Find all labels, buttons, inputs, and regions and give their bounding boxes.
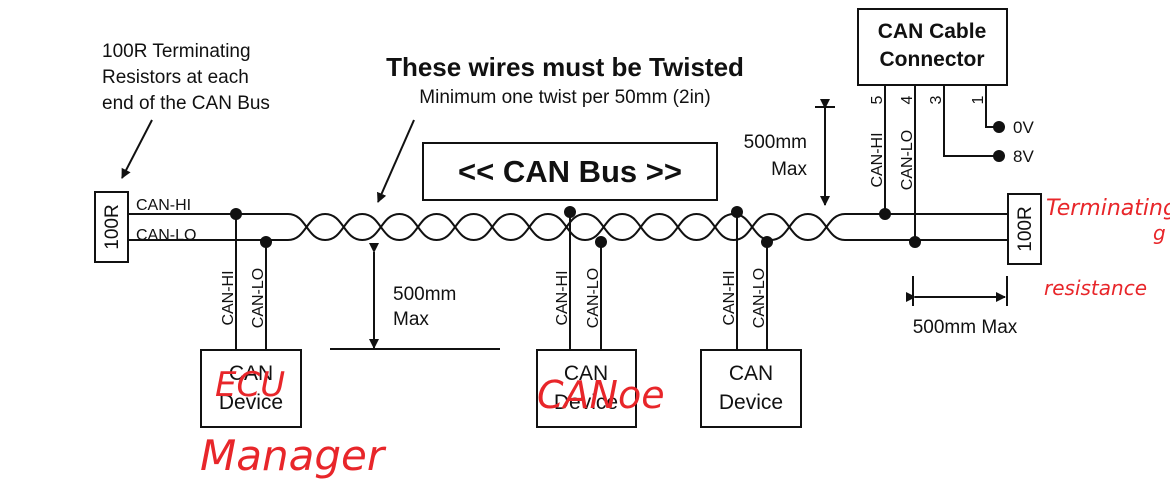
- terminator-note: 100R Terminating Resistors at each end o…: [102, 41, 270, 179]
- left-resistor-box: [94, 191, 129, 263]
- can-bus-label-text: << CAN Bus >>: [458, 154, 682, 189]
- device-3-line1: CAN: [729, 362, 773, 385]
- supply-0v-label: 0V: [1013, 118, 1034, 137]
- can-bus-label-box: [422, 142, 718, 201]
- right-resistor-label: 100R: [1015, 206, 1036, 251]
- handwritten-annotations: ECU Manager CANoe Terminating g resistan…: [200, 196, 1170, 480]
- device-3-box: [700, 349, 802, 428]
- left-resistor: 100R: [94, 191, 129, 263]
- connector-pin3-number: 3: [928, 95, 945, 104]
- device-2-line2: Device: [554, 391, 618, 414]
- device-3-line2: Device: [719, 391, 783, 414]
- handwritten-canoe: CANoe: [537, 373, 665, 417]
- device-2-hi-junction: [564, 206, 576, 218]
- device-3-lo-junction: [761, 236, 773, 248]
- handwritten-terminating: Terminating: [1046, 196, 1170, 221]
- device-1-lo-junction: [260, 236, 272, 248]
- bus-twist-wire-b: [287, 212, 846, 242]
- handwritten-ecu: ECU: [215, 365, 285, 405]
- can-device-2: CAN-HI CAN-LO CAN Device: [536, 206, 637, 428]
- handwritten-manager: Manager: [200, 431, 387, 480]
- terminator-note-arrow: [121, 119, 153, 179]
- twist-title: These wires must be Twisted: [386, 52, 744, 82]
- connector-pin1-number: 1: [970, 95, 987, 104]
- device-2-lo-junction: [595, 236, 607, 248]
- twist-note-arrow: [377, 119, 415, 203]
- terminator-note-line2: Resistors at each: [102, 67, 249, 88]
- connector-pin5-label: CAN-HI: [869, 132, 886, 187]
- connector-pin4-junction: [909, 236, 921, 248]
- device-1-line1: CAN: [229, 362, 273, 385]
- bus-lo-label: CAN-LO: [136, 227, 196, 244]
- connector-title-line2: Connector: [880, 48, 985, 71]
- can-device-3: CAN-HI CAN-LO CAN Device: [700, 206, 802, 428]
- connector-pin5-junction: [879, 208, 891, 220]
- terminator-distance-dimension: 500mm Max: [906, 276, 1018, 338]
- connector-box: [857, 8, 1008, 86]
- can-cable-connector: CAN Cable Connector 5 CAN-HI 4 CAN-LO 3 …: [857, 8, 1034, 248]
- stub-length-line1: 500mm: [393, 284, 456, 305]
- connector-distance-dimension: 500mm Max: [744, 99, 835, 206]
- supply-8v-terminal: [993, 150, 1005, 162]
- supply-0v-terminal: [993, 121, 1005, 133]
- connector-pin4-number: 4: [899, 95, 916, 104]
- handwritten-g: g: [1153, 221, 1166, 245]
- connector-title-line1: CAN Cable: [878, 20, 987, 43]
- device-1-line2: Device: [219, 391, 283, 414]
- connector-pin5-number: 5: [869, 95, 886, 104]
- connector-pin3-wire: [943, 85, 999, 157]
- device-2-box: [536, 349, 637, 428]
- twist-note: These wires must be Twisted Minimum one …: [377, 52, 744, 203]
- bus-hi-label: CAN-HI: [136, 197, 191, 214]
- connector-pin1-wire: [985, 85, 999, 128]
- device-1-lo-label: CAN-LO: [250, 268, 267, 328]
- connector-pin4-label: CAN-LO: [899, 130, 916, 190]
- device-3-hi-junction: [731, 206, 743, 218]
- handwritten-resistance: resistance: [1044, 276, 1147, 300]
- device-2-line1: CAN: [564, 362, 608, 385]
- can-device-1: CAN-HI CAN-LO CAN Device: [200, 208, 302, 428]
- left-resistor-label: 100R: [102, 204, 123, 249]
- device-1-hi-junction: [230, 208, 242, 220]
- stub-length-dimension: 500mm Max: [330, 243, 500, 350]
- device-3-hi-label: CAN-HI: [721, 270, 738, 325]
- bus-wires: [128, 212, 1008, 242]
- stub-length-line2: Max: [393, 309, 429, 330]
- terminator-note-line3: end of the CAN Bus: [102, 93, 270, 114]
- connector-distance-line2: Max: [771, 159, 807, 180]
- right-resistor: 100R: [1007, 193, 1042, 265]
- twist-subtitle: Minimum one twist per 50mm (2in): [419, 87, 710, 108]
- device-3-lo-label: CAN-LO: [751, 268, 768, 328]
- right-resistor-box: [1007, 193, 1042, 265]
- can-bus-label: << CAN Bus >>: [422, 142, 718, 201]
- device-1-box: [200, 349, 302, 428]
- terminator-distance-label: 500mm Max: [913, 317, 1018, 338]
- device-1-hi-label: CAN-HI: [220, 270, 237, 325]
- supply-8v-label: 8V: [1013, 147, 1034, 166]
- device-2-lo-label: CAN-LO: [585, 268, 602, 328]
- connector-distance-line1: 500mm: [744, 132, 807, 153]
- terminator-note-line1: 100R Terminating: [102, 41, 251, 62]
- device-2-hi-label: CAN-HI: [554, 270, 571, 325]
